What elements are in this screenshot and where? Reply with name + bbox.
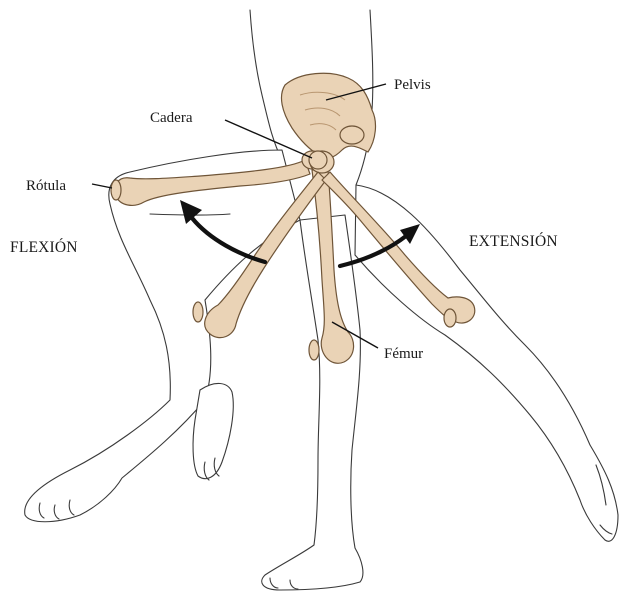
flexion-label: FLEXIÓN	[10, 239, 78, 256]
rotula-label: Rótula	[26, 178, 66, 194]
cadera-label: Cadera	[150, 110, 193, 126]
flexed-foot-outline	[193, 383, 233, 480]
pelvis-bone	[281, 73, 375, 158]
rotula-leader-line	[92, 184, 112, 188]
hip-joint	[309, 151, 327, 169]
extension-label: EXTENSIÓN	[469, 233, 558, 250]
standing-leg-outline	[262, 215, 363, 590]
patella-bone	[111, 180, 121, 200]
flexed-leg-outline	[25, 150, 300, 522]
pelvis-label: Pelvis	[394, 77, 431, 93]
femur-label: Fémur	[384, 346, 423, 362]
